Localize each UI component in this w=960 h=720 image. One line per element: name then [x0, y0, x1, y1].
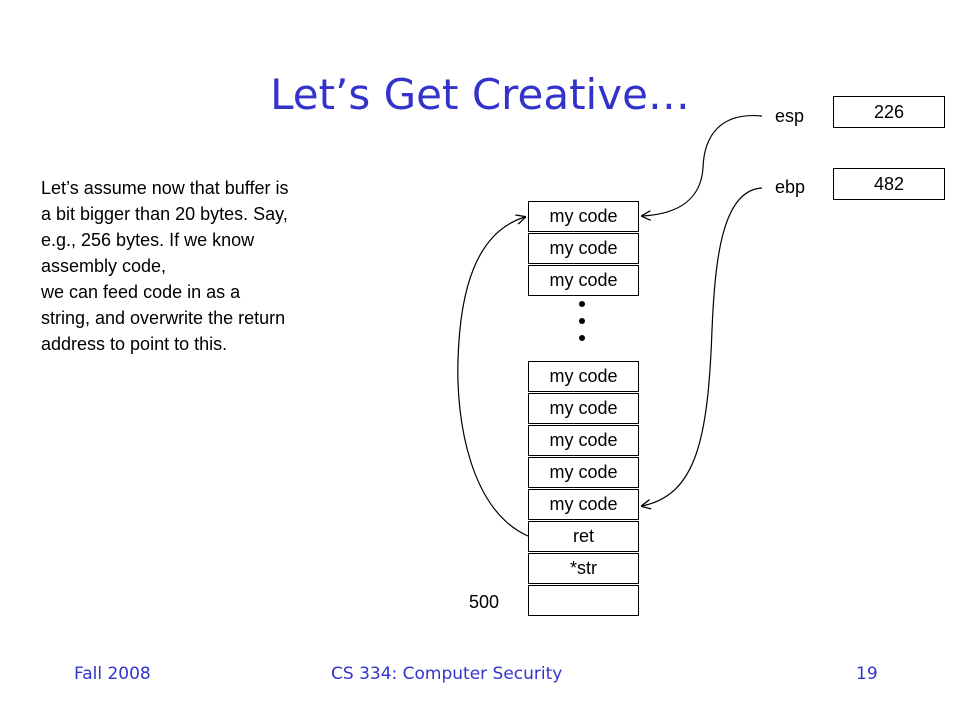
ebp-label: ebp — [775, 177, 806, 197]
stack-cell-top-1: my code — [528, 201, 639, 232]
stack-cell-1: my code — [528, 361, 639, 392]
esp-value-box: 226 — [833, 96, 945, 128]
esp-pointer-arrow — [642, 114, 763, 216]
esp-label: esp — [775, 106, 805, 126]
footer-page-number: 19 — [856, 664, 878, 684]
stack-base-address: 500 — [469, 592, 500, 612]
stack-cell-2: my code — [528, 393, 639, 424]
stack-cell-ret: ret — [528, 521, 639, 552]
ellipsis-dot — [579, 318, 585, 324]
stack-cell-top-3: my code — [528, 265, 639, 296]
slide-body-text: Let’s assume now that buffer is a bit bi… — [41, 178, 289, 354]
stack-cell-4: my code — [528, 457, 639, 488]
footer-date: Fall 2008 — [74, 664, 151, 684]
footer-course: CS 334: Computer Security — [331, 664, 563, 684]
ebp-pointer-arrow — [642, 187, 763, 506]
slide-title: Let’s Get Creative… — [270, 70, 690, 119]
stack-cell-empty — [528, 585, 639, 616]
stack-cell-top-2: my code — [528, 233, 639, 264]
stack-cell-5: my code — [528, 489, 639, 520]
ebp-value-box: 482 — [833, 168, 945, 200]
ellipsis-dot — [579, 301, 585, 307]
stack-cell-str: *str — [528, 553, 639, 584]
return-address-arrow — [457, 217, 529, 537]
ellipsis-dot — [579, 335, 585, 341]
stack-cell-3: my code — [528, 425, 639, 456]
